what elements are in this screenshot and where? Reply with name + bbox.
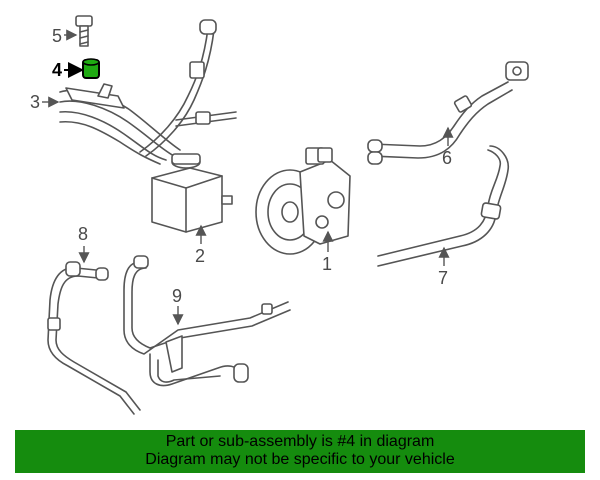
- callout-5: 5: [52, 26, 62, 46]
- callout-8: 8: [78, 224, 88, 244]
- callout-4: 4: [52, 60, 62, 80]
- parts-diagram: 5 4 3 2: [30, 15, 529, 415]
- cooler-part-3: [59, 83, 237, 165]
- pressure-hose: [139, 19, 217, 157]
- bolt-part-5: [75, 15, 93, 47]
- callout-1: 1: [322, 254, 332, 274]
- banner-line-2: Diagram may not be specific to your vehi…: [145, 451, 455, 468]
- callout-3: 3: [30, 92, 40, 112]
- pump-part-1: [255, 147, 351, 255]
- bushing-part-4: [82, 58, 100, 79]
- callout-9: 9: [172, 286, 182, 306]
- banner-line-1: Part or sub-assembly is #4 in diagram: [165, 433, 435, 450]
- callout-7: 7: [438, 268, 448, 288]
- line-part-8: [47, 261, 141, 415]
- line-part-9: [123, 255, 291, 387]
- info-banner: Part or sub-assembly is #4 in diagram Di…: [15, 430, 585, 473]
- hose-part-7: [377, 145, 510, 267]
- reservoir-part-2: [151, 153, 233, 233]
- callout-2: 2: [195, 246, 205, 266]
- tube-part-6: [367, 61, 529, 165]
- callout-6: 6: [442, 148, 452, 168]
